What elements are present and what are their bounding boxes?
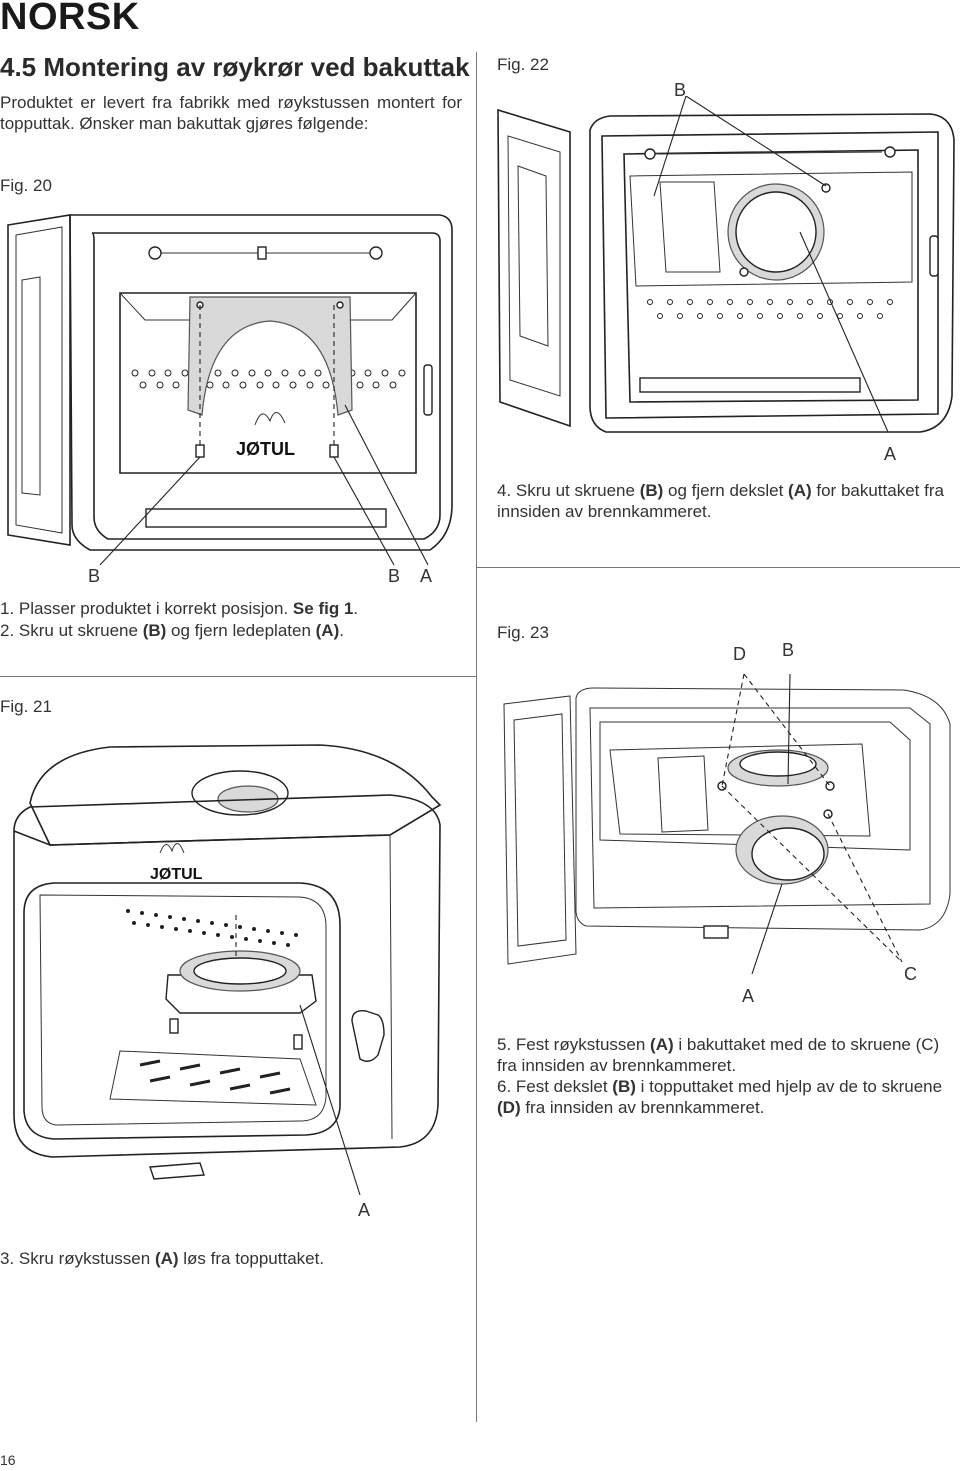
fig22-callout-a: A xyxy=(884,444,897,464)
fig20-callout-b-right: B xyxy=(388,566,401,586)
fig22-label: Fig. 22 xyxy=(497,55,549,74)
fig23-callout-a: A xyxy=(742,986,755,1006)
language-header: NORSK xyxy=(0,0,140,38)
fig20-callout-a: A xyxy=(420,566,433,586)
fig20-illustration: JØTUL xyxy=(7,214,453,566)
step-4-text: 4. Skru ut skruene (B) og fjern dekslet … xyxy=(497,481,944,521)
fig20-label: Fig. 20 xyxy=(0,176,52,195)
intro-text: Produktet er levert fra fabrikk med røyk… xyxy=(0,93,462,133)
page-number: 16 xyxy=(0,1452,16,1468)
fig21-label: Fig. 21 xyxy=(0,697,52,716)
step-3-text: 3. Skru røykstussen (A) løs fra topputta… xyxy=(0,1249,325,1268)
step-2-text: 2. Skru ut skruene (B) og fjern ledeplat… xyxy=(0,621,344,640)
fig21-brand-logo: JØTUL xyxy=(150,866,203,883)
fig23-illustration xyxy=(503,673,951,975)
step-6-text: 6. Fest dekslet (B) i topputtaket med hj… xyxy=(497,1077,943,1117)
fig23-callout-b: B xyxy=(782,640,795,660)
fig21-callout-a: A xyxy=(358,1200,371,1220)
fig23-callout-c: C xyxy=(904,964,917,984)
section-divider-left xyxy=(0,676,476,677)
fig22-callout-b: B xyxy=(674,80,687,100)
fig23-label: Fig. 23 xyxy=(497,623,549,642)
section-title: 4.5 Montering av røykrør ved bakuttak xyxy=(0,52,470,82)
step-1-text: 1. Plasser produktet i korrekt posisjon.… xyxy=(0,599,359,618)
fig20-brand-logo: JØTUL xyxy=(236,439,295,459)
step-5-text: 5. Fest røykstussen (A) i bakuttaket med… xyxy=(497,1035,940,1075)
fig20-callout-b-left: B xyxy=(88,566,101,586)
fig21-illustration: JØTUL xyxy=(13,744,442,1196)
fig22-illustration xyxy=(497,96,955,433)
column-divider xyxy=(476,52,477,1422)
section-divider-right xyxy=(476,567,960,568)
fig23-callout-d: D xyxy=(733,644,746,664)
